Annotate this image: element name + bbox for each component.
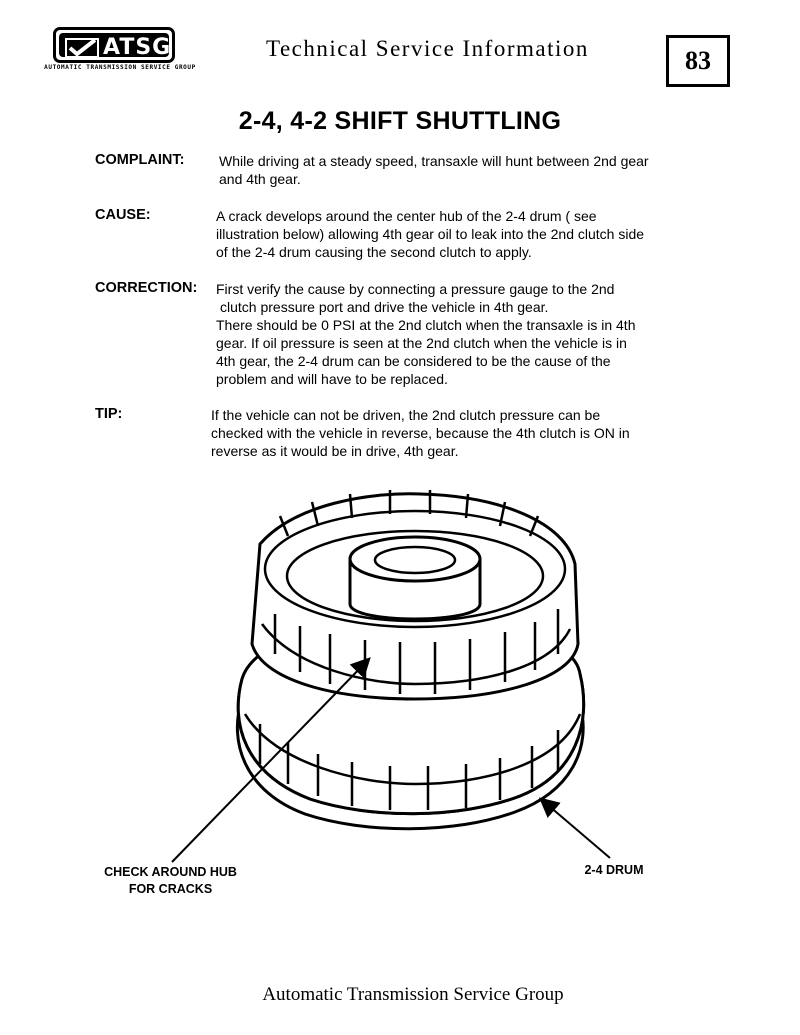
tip-label: TIP: [95, 406, 123, 422]
tip-text: If the vehicle can not be driven, the 2n… [211, 406, 630, 460]
correction-line: problem and will have to be replaced. [216, 371, 448, 387]
page-title: 2-4, 4-2 SHIFT SHUTTLING [238, 107, 562, 135]
correction-label: CORRECTION: [95, 280, 198, 296]
cause-text: A crack develops around the center hub o… [216, 207, 644, 261]
logo-text: ATSG [103, 35, 172, 60]
checkmark-icon [65, 38, 99, 58]
correction-line: 4th gear, the 2-4 drum can be considered… [216, 353, 611, 369]
drum-arrow [538, 797, 611, 859]
page-number: 83 [666, 35, 730, 87]
cause-line: illustration below) allowing 4th gear oi… [216, 226, 645, 242]
hub-arrow [171, 657, 371, 863]
hub-callout-line: CHECK AROUND HUB [104, 865, 237, 879]
complaint-label: COMPLAINT: [95, 152, 185, 168]
logo-badge: ATSG [53, 27, 175, 63]
correction-text: First verify the cause by connecting a p… [216, 280, 635, 388]
cause-label: CAUSE: [95, 207, 151, 223]
tip-line: reverse as it would be in drive, 4th gea… [211, 443, 459, 459]
drum-illustration [235, 490, 586, 831]
correction-line: There should be 0 PSI at the 2nd clutch … [216, 317, 636, 333]
logo-badge-fill: ATSG [59, 33, 172, 60]
drum-callout: 2-4 DRUM [584, 863, 644, 877]
tip-line: If the vehicle can not be driven, the 2n… [211, 407, 601, 423]
drum-top-inner [285, 529, 545, 623]
correction-line: First verify the cause by connecting a p… [216, 281, 615, 297]
hub-callout: CHECK AROUND HUB FOR CRACKS [88, 864, 253, 898]
correction-line: clutch pressure port and drive the vehic… [220, 299, 549, 315]
cause-line: A crack develops around the center hub o… [216, 208, 597, 224]
complaint-line: While driving at a steady speed, transax… [219, 153, 649, 169]
complaint-text: While driving at a steady speed, transax… [219, 152, 649, 188]
tip-line: checked with the vehicle in reverse, bec… [211, 425, 630, 441]
correction-line: gear. If oil pressure is seen at the 2nd… [216, 335, 627, 351]
drum-hub-bore [373, 545, 457, 575]
cause-line: of the 2-4 drum causing the second clutc… [216, 244, 532, 260]
header-title: Technical Service Information [266, 36, 589, 61]
atsg-logo: ATSG AUTOMATIC TRANSMISSION SERVICE GROU… [44, 24, 198, 80]
footer: Automatic Transmission Service Group [262, 984, 564, 1005]
drum-top-rim [263, 509, 567, 629]
hub-callout-line: FOR CRACKS [128, 882, 213, 896]
complaint-line: and 4th gear. [219, 171, 301, 187]
logo-subtext: AUTOMATIC TRANSMISSION SERVICE GROUP [44, 64, 196, 71]
